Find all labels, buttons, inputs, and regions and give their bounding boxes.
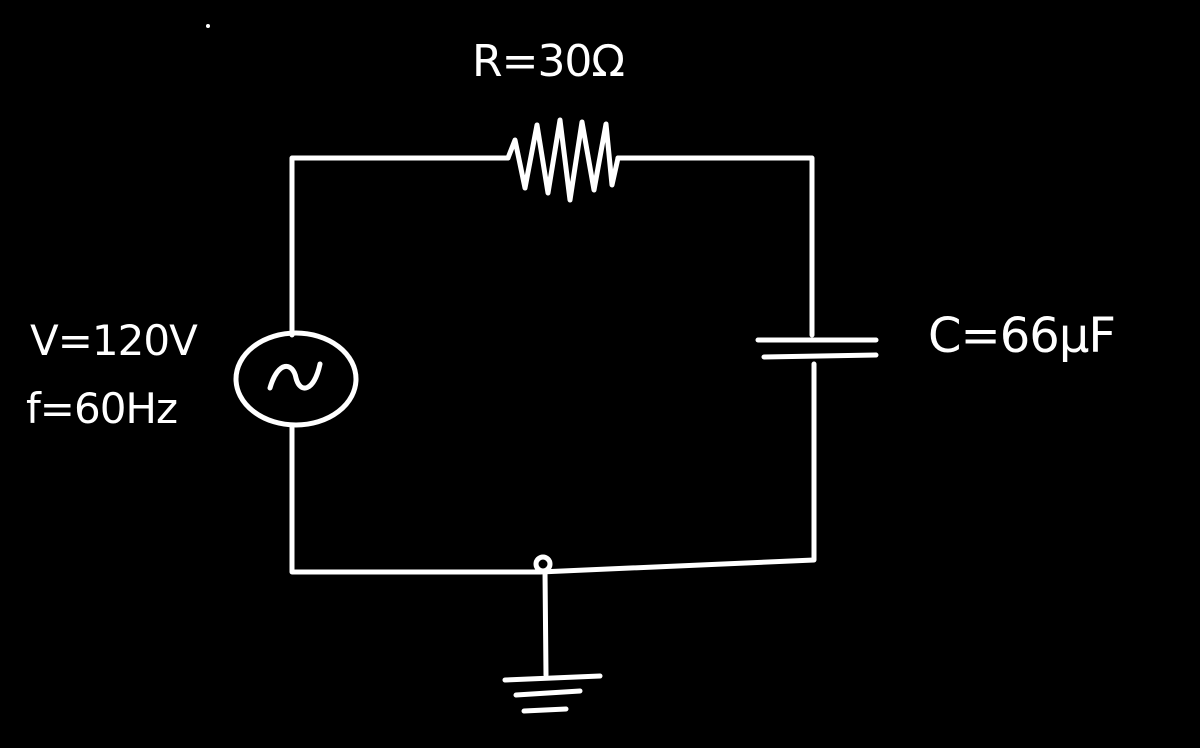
resistor-icon: [505, 117, 621, 203]
left-wire: [289, 422, 543, 575]
top-wire: [289, 155, 815, 338]
capacitor-icon: [755, 337, 879, 360]
stray-dot: [206, 24, 210, 28]
right-wire: [537, 361, 817, 575]
resistor-label: R=30Ω: [472, 36, 625, 87]
voltage-label: V=120V: [30, 316, 198, 365]
ground-icon: [502, 568, 603, 714]
junction-node: [533, 554, 553, 574]
frequency-label: f=60Hz: [26, 384, 178, 433]
ac-voltage-source-icon: [233, 330, 359, 428]
capacitor-label: C=66μF: [928, 308, 1116, 364]
